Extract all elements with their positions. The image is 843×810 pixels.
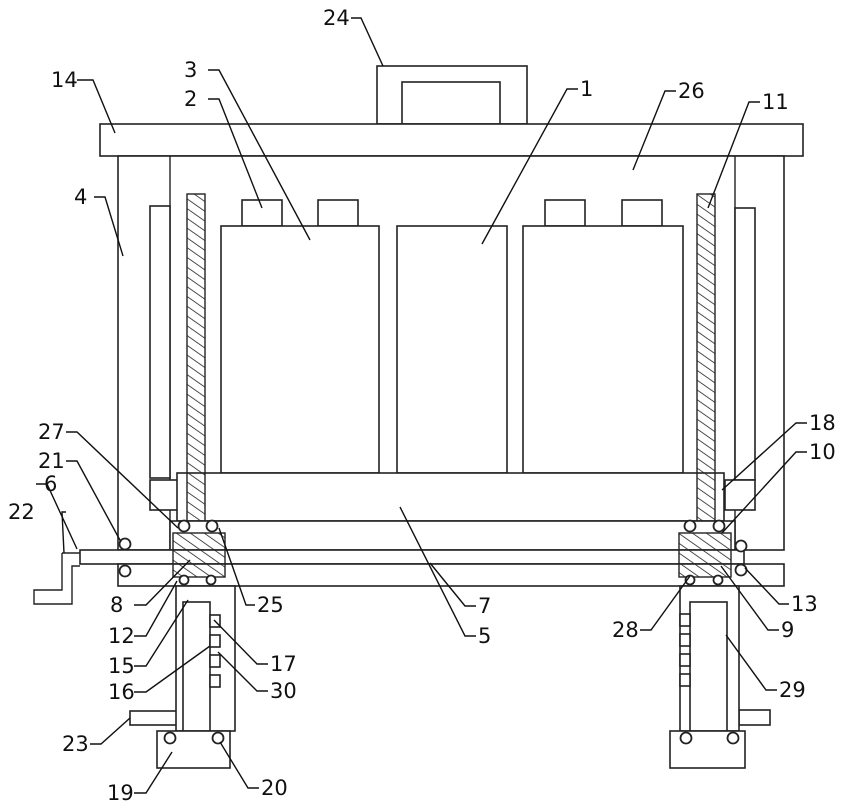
top-handle: [377, 66, 527, 124]
label-28: 28: [612, 618, 639, 642]
support-tray: [150, 473, 755, 521]
label-25: 25: [257, 593, 284, 617]
label-30: 30: [270, 679, 297, 703]
label-4: 4: [74, 185, 87, 209]
label-21: 21: [38, 449, 65, 473]
label-14: 14: [51, 68, 78, 92]
label-29: 29: [779, 678, 806, 702]
battery-terminal: [622, 200, 662, 226]
label-19: 19: [107, 781, 134, 805]
crank-handle: [34, 553, 80, 604]
label-2: 2: [184, 87, 197, 111]
battery-pack: [221, 200, 683, 473]
label-24: 24: [323, 6, 350, 30]
battery-cell-right: [523, 226, 683, 473]
label-3: 3: [184, 58, 197, 82]
label-16: 16: [108, 680, 135, 704]
label-7: 7: [478, 594, 491, 618]
label-23: 23: [62, 732, 89, 756]
leg-left: [130, 586, 235, 768]
label-22: 22: [8, 500, 35, 524]
battery-cell-middle: [397, 226, 507, 473]
screw-rod-left: [187, 194, 205, 528]
worm-gear-right: [679, 533, 731, 577]
label-17: 17: [270, 652, 297, 676]
label-6: 6: [44, 472, 57, 496]
label-15: 15: [108, 654, 135, 678]
label-20: 20: [261, 776, 288, 800]
label-5: 5: [478, 624, 491, 648]
screw-rod-right: [697, 194, 715, 528]
label-9: 9: [781, 618, 794, 642]
label-1: 1: [580, 77, 593, 101]
label-10: 10: [809, 440, 836, 464]
label-18: 18: [809, 411, 836, 435]
label-26: 26: [678, 79, 705, 103]
battery-terminal: [318, 200, 358, 226]
label-11: 11: [762, 90, 789, 114]
label-13: 13: [791, 592, 818, 616]
label-12: 12: [108, 624, 135, 648]
label-27: 27: [38, 420, 65, 444]
battery-cell-left: [221, 226, 379, 473]
battery-terminal: [242, 200, 282, 226]
lid: [100, 124, 803, 156]
label-8: 8: [110, 593, 123, 617]
battery-terminal: [545, 200, 585, 226]
